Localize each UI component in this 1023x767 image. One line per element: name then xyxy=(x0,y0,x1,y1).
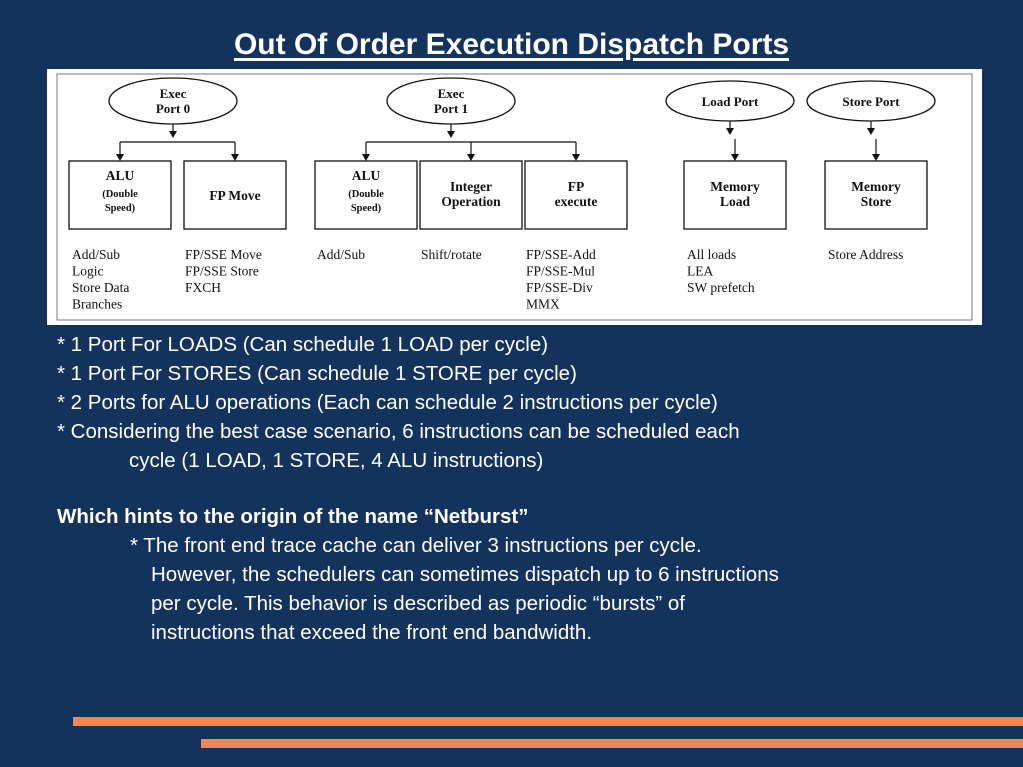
unit-label-3-0: Integer xyxy=(450,179,492,194)
hint-line-2: However, the schedulers can sometimes di… xyxy=(151,563,779,586)
unit-label-1-0: FP Move xyxy=(209,188,260,203)
unit-arrow-4-head xyxy=(572,154,580,161)
unit-label-5-0: Memory xyxy=(710,179,760,194)
unit-op-1-1: FP/SSE Store xyxy=(185,264,259,279)
bullet-best-case-cont: cycle (1 LOAD, 1 STORE, 4 ALU instructio… xyxy=(129,449,544,472)
unit-box-1 xyxy=(183,160,287,230)
slide-title: Out Of Order Execution Dispatch Ports xyxy=(233,28,790,61)
unit-arrow-3-head xyxy=(467,154,475,161)
unit-sublabel-2-1: Speed) xyxy=(351,203,382,214)
accent-bar-top xyxy=(73,717,1023,726)
unit-label-3-1: Operation xyxy=(441,194,501,209)
port-stem-3-head xyxy=(867,128,875,135)
unit-op-6-0: Store Address xyxy=(828,247,903,262)
hint-heading: Which hints to the origin of the name “N… xyxy=(57,505,529,528)
unit-box-6 xyxy=(824,160,928,230)
bullet-stores: * 1 Port For STORES (Can schedule 1 STOR… xyxy=(57,362,577,385)
unit-op-1-0: FP/SSE Move xyxy=(185,247,262,262)
unit-label-6-1: Store xyxy=(861,194,892,209)
port-label-0-0: Exec xyxy=(160,86,187,101)
unit-op-0-0: Add/Sub xyxy=(72,247,120,262)
unit-label-4-0: FP xyxy=(568,179,585,194)
unit-op-0-3: Branches xyxy=(72,297,122,312)
unit-arrow-1-head xyxy=(231,154,239,161)
diagram-border xyxy=(56,73,973,321)
port-label-1-0: Exec xyxy=(438,86,465,101)
bullet-loads: * 1 Port For LOADS (Can schedule 1 LOAD … xyxy=(57,333,549,356)
unit-arrow-6-head xyxy=(872,154,880,161)
hint-line-1: * The front end trace cache can deliver … xyxy=(130,534,702,557)
unit-op-2-0: Add/Sub xyxy=(317,247,365,262)
unit-box-5 xyxy=(683,160,787,230)
bullet-alu: * 2 Ports for ALU operations (Each can s… xyxy=(57,391,718,414)
unit-label-4-1: execute xyxy=(555,194,598,209)
port-stem-2-head xyxy=(726,128,734,135)
unit-sublabel-2-0: (Double xyxy=(348,189,384,200)
bullet-list: * 1 Port For LOADS (Can schedule 1 LOAD … xyxy=(57,330,997,475)
port-label-3-0: Store Port xyxy=(842,94,900,109)
unit-op-5-0: All loads xyxy=(687,247,736,262)
unit-label-5-1: Load xyxy=(720,194,751,209)
unit-label-6-0: Memory xyxy=(851,179,901,194)
unit-op-4-3: MMX xyxy=(526,297,560,312)
unit-arrow-2-head xyxy=(362,154,370,161)
port-label-0-1: Port 0 xyxy=(156,101,190,116)
unit-sublabel-0-1: Speed) xyxy=(105,203,136,214)
unit-label-2-0: ALU xyxy=(352,168,381,183)
unit-op-5-1: LEA xyxy=(687,264,713,279)
port-stem-0-head xyxy=(169,131,177,138)
unit-box-4 xyxy=(524,160,628,230)
unit-label-0-0: ALU xyxy=(106,168,135,183)
unit-op-1-2: FXCH xyxy=(185,280,221,295)
unit-op-5-2: SW prefetch xyxy=(687,280,755,295)
unit-op-0-1: Logic xyxy=(72,264,104,279)
hint-line-4: instructions that exceed the front end b… xyxy=(151,621,593,644)
unit-arrow-5-head xyxy=(731,154,739,161)
port-label-2-0: Load Port xyxy=(702,94,759,109)
hint-paragraph: * The front end trace cache can deliver … xyxy=(130,531,960,647)
unit-op-4-0: FP/SSE-Add xyxy=(526,247,596,262)
unit-sublabel-0-0: (Double xyxy=(102,189,138,200)
unit-op-0-2: Store Data xyxy=(72,280,129,295)
unit-op-4-2: FP/SSE-Div xyxy=(526,280,593,295)
accent-bar-bottom xyxy=(201,739,1023,748)
hint-line-3: per cycle. This behavior is described as… xyxy=(151,592,685,615)
bullet-best-case: * Considering the best case scenario, 6 … xyxy=(57,420,740,443)
unit-box-3 xyxy=(419,160,523,230)
unit-op-4-1: FP/SSE-Mul xyxy=(526,264,595,279)
port-stem-1-head xyxy=(447,131,455,138)
unit-op-3-0: Shift/rotate xyxy=(421,247,482,262)
unit-box-0 xyxy=(68,160,172,230)
unit-arrow-0-head xyxy=(116,154,124,161)
port-label-1-1: Port 1 xyxy=(434,101,468,116)
unit-box-2 xyxy=(314,160,418,230)
